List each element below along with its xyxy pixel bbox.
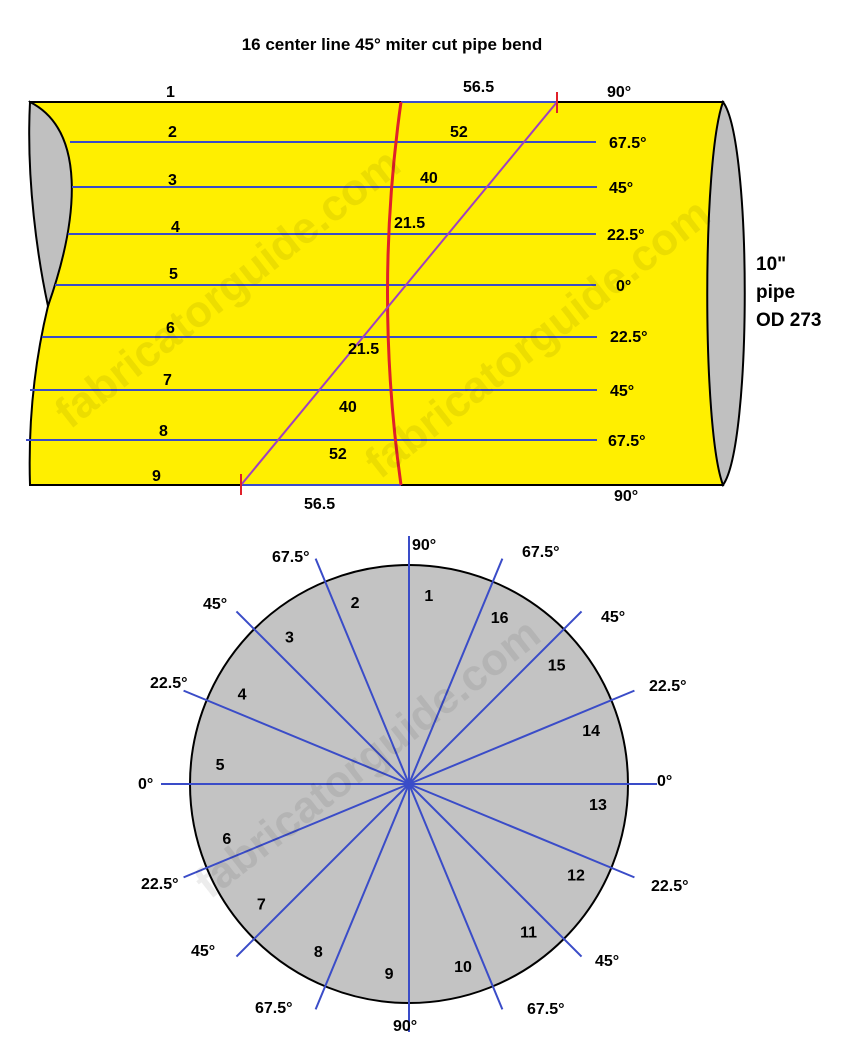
cut-length-label: 56.5 [463,79,494,96]
spoke-8 [314,783,410,1010]
division-angle: 67.5° [522,544,560,561]
division-number: 6 [222,831,231,848]
division-number: 16 [491,610,509,627]
pipe-line-number: 5 [169,266,178,283]
division-angle: 22.5° [649,678,687,695]
cut-length-label: 52 [450,124,468,141]
pipe-line-angle: 22.5° [607,227,645,244]
division-number: 2 [351,595,360,612]
pipe-line-angle: 22.5° [610,329,648,346]
pipe-line-number: 1 [166,84,175,101]
pipe-line-angle: 90° [607,84,631,101]
division-number: 14 [582,723,600,740]
division-number: 5 [216,757,225,774]
pipe-line-number: 7 [163,372,172,389]
spoke-11 [408,783,583,958]
spoke-14 [408,689,635,785]
cut-length-label: 21.5 [348,341,379,358]
division-angle: 67.5° [527,1001,565,1018]
division-angle: 90° [393,1018,417,1035]
pipe-line-angles: 90° 67.5° 45° 22.5° 0° 22.5° 45° 67.5° 90° [607,84,648,505]
division-angle: 45° [191,943,215,960]
spoke-2 [314,558,410,785]
pipe-word: pipe [756,282,795,303]
cut-length-label: 40 [420,170,438,187]
spoke-7 [235,783,410,958]
pipe-od: OD 273 [756,310,821,331]
division-number: 3 [285,629,294,646]
pipe-line-number: 6 [166,320,175,337]
pipe-line-angle: 45° [610,383,634,400]
division-angle: 22.5° [150,675,188,692]
division-number: 12 [567,868,585,885]
spoke-10 [408,783,504,1010]
division-angle: 67.5° [272,549,310,566]
cut-length-label: 52 [329,446,347,463]
spoke-3 [235,610,410,785]
division-angle: 45° [601,609,625,626]
pipe-line-angle: 45° [609,180,633,197]
spoke-15 [408,610,583,785]
division-number: 10 [454,959,472,976]
division-number: 8 [314,944,323,961]
pipe-division-lines [26,101,597,486]
division-number: 9 [385,966,394,983]
pipe-line-number: 9 [152,468,161,485]
division-angles: 90°67.5°45°22.5°0°22.5°45°67.5°90°67.5°4… [138,537,689,1035]
division-angle: 90° [412,537,436,554]
cut-length-labels: 56.5 52 40 21.5 21.5 40 52 56.5 [304,79,494,513]
miter-diagonal-line [240,101,558,486]
division-angle: 22.5° [651,878,689,895]
division-angle: 45° [595,953,619,970]
division-angle: 0° [657,773,672,790]
pipe-line-number: 4 [171,219,180,236]
pipe-line-angle: 67.5° [609,135,647,152]
pipe-line-numbers: 1 2 3 4 5 6 7 8 9 [152,84,180,485]
spoke-16 [408,558,504,785]
spoke-6 [183,783,410,879]
spoke-12 [408,783,635,879]
division-number: 15 [548,657,566,674]
division-angle: 22.5° [141,876,179,893]
pipe-line-number: 3 [168,172,177,189]
division-angle: 67.5° [255,1000,293,1017]
division-number: 1 [424,588,433,605]
diagram-title: 16 center line 45° miter cut pipe bend [242,35,543,54]
pipe-side-view: 1 2 3 4 5 6 7 8 9 90° 67.5° 45° 22.5° 0° 22.5° 45° 67.5… [26,79,746,513]
division-number: 13 [589,797,607,814]
pipe-line-number: 8 [159,423,168,440]
pipe-size-label: 10" pipe OD 273 [756,254,821,331]
division-number: 7 [257,897,266,914]
cut-length-label: 56.5 [304,496,335,513]
division-spokes [161,536,657,1032]
pipe-right-end [706,99,746,488]
division-number: 4 [238,686,247,703]
cut-length-label: 21.5 [394,215,425,232]
miter-cut-line [386,101,403,486]
spoke-4 [183,689,410,785]
division-number: 11 [520,925,537,942]
division-angle: 0° [138,776,153,793]
pipe-line-angle: 90° [614,488,638,505]
pipe-line-angle: 67.5° [608,433,646,450]
cut-length-label: 40 [339,399,357,416]
pipe-left-end [28,100,73,310]
pipe-line-angle: 0° [616,278,631,295]
pipe-size: 10" [756,254,786,275]
pipe-line-number: 2 [168,124,177,141]
division-angle: 45° [203,596,227,613]
